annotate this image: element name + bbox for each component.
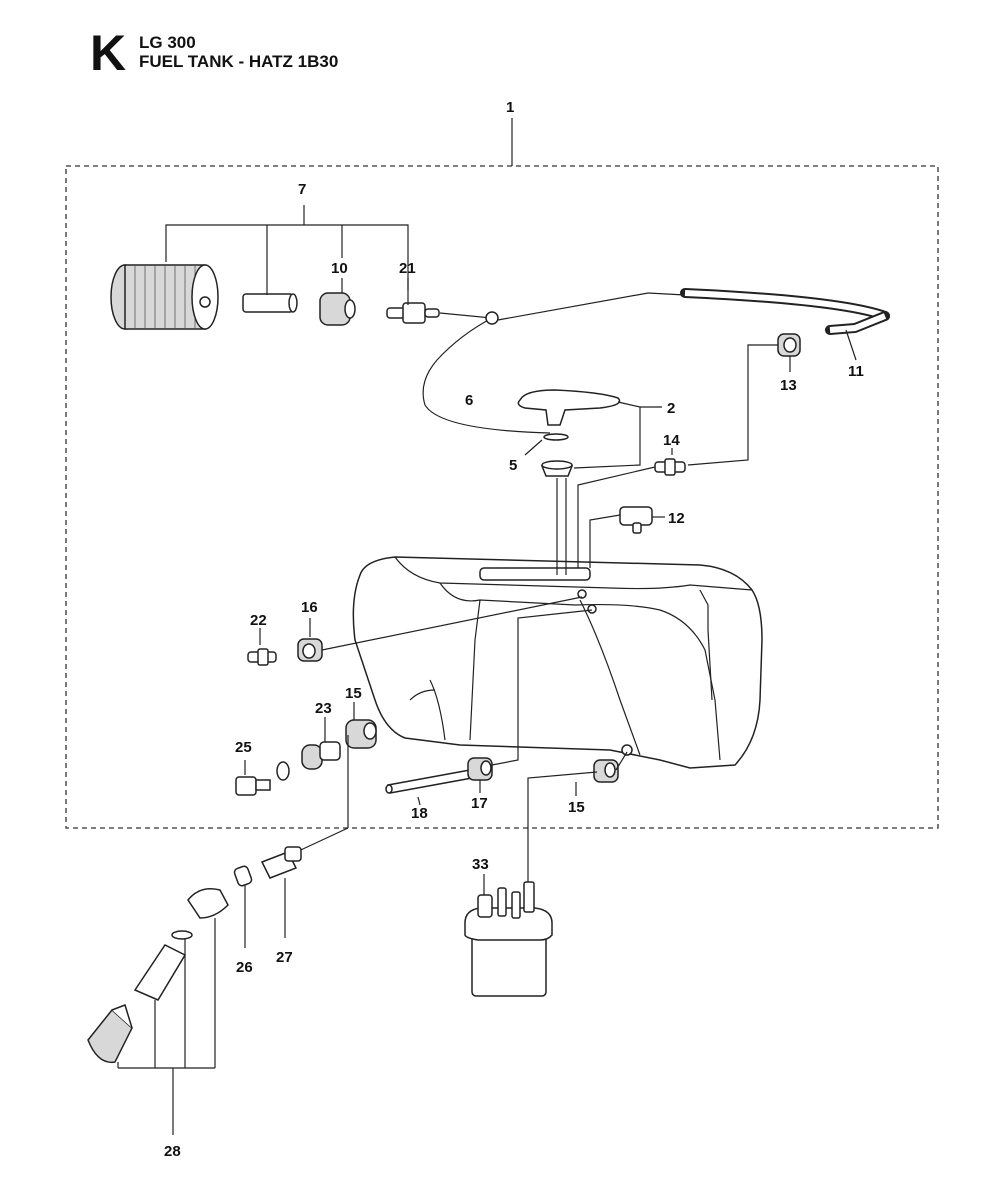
grommet-16 <box>297 638 323 662</box>
callout-10: 10 <box>331 260 348 277</box>
fitting-23 <box>301 741 341 770</box>
callout-13: 13 <box>780 377 797 394</box>
callout-27: 27 <box>276 949 293 966</box>
hose-piece <box>242 293 298 313</box>
callout-6: 6 <box>465 392 473 409</box>
filler-cap-2 <box>517 389 621 477</box>
grommet-17 <box>467 757 493 781</box>
callout-5: 5 <box>509 457 517 474</box>
callout-12: 12 <box>668 510 685 527</box>
fuel-filter-7 <box>110 264 219 330</box>
fitting-12 <box>619 506 653 534</box>
callout-11: 11 <box>848 363 864 380</box>
o-ring <box>171 930 193 940</box>
elbow <box>187 888 229 919</box>
leader-2 <box>573 401 641 469</box>
callout-33: 33 <box>472 856 489 873</box>
fuel-sender-33 <box>464 881 553 997</box>
callout-16: 16 <box>301 599 318 616</box>
callout-22: 22 <box>250 612 267 629</box>
callout-14: 14 <box>663 432 680 449</box>
leader-7 <box>165 224 409 305</box>
callout-25: 25 <box>235 739 252 756</box>
clamp-26 <box>233 865 253 887</box>
fuel-tank <box>352 556 763 769</box>
section-letter: K <box>90 25 127 81</box>
callout-2: 2 <box>667 400 675 417</box>
fuel-line-6 <box>422 312 551 434</box>
callout-23: 23 <box>315 700 332 717</box>
callout-17: 17 <box>471 795 488 812</box>
grommet-10 <box>319 292 356 326</box>
callout-7: 7 <box>298 181 306 198</box>
pipe-18 <box>385 769 473 794</box>
callout-21: 21 <box>399 260 416 277</box>
diagram-title: FUEL TANK - HATZ 1B30 <box>139 52 339 71</box>
drain-cap-knob <box>87 1004 133 1064</box>
assembly-boundary <box>65 165 939 829</box>
callout-18: 18 <box>411 805 428 822</box>
callout-28: 28 <box>164 1143 181 1160</box>
fitting-14 <box>654 458 686 476</box>
callout-15-right: 15 <box>568 799 585 816</box>
callout-26: 26 <box>236 959 253 976</box>
grommet-15-right <box>593 759 619 783</box>
fitting-22 <box>247 648 277 666</box>
page-header: K LG 300 FUEL TANK - HATZ 1B30 <box>0 0 1000 90</box>
model-name: LG 300 <box>139 33 196 52</box>
bolt-25 <box>235 761 290 796</box>
drain-valve-body <box>133 944 187 1001</box>
grommet-13 <box>777 333 801 357</box>
grommet-15-left <box>345 719 377 749</box>
fitting-21 <box>386 302 440 324</box>
callout-15-left: 15 <box>345 685 362 702</box>
callout-1: 1 <box>506 99 514 116</box>
drain-fitting-27 <box>260 846 302 879</box>
